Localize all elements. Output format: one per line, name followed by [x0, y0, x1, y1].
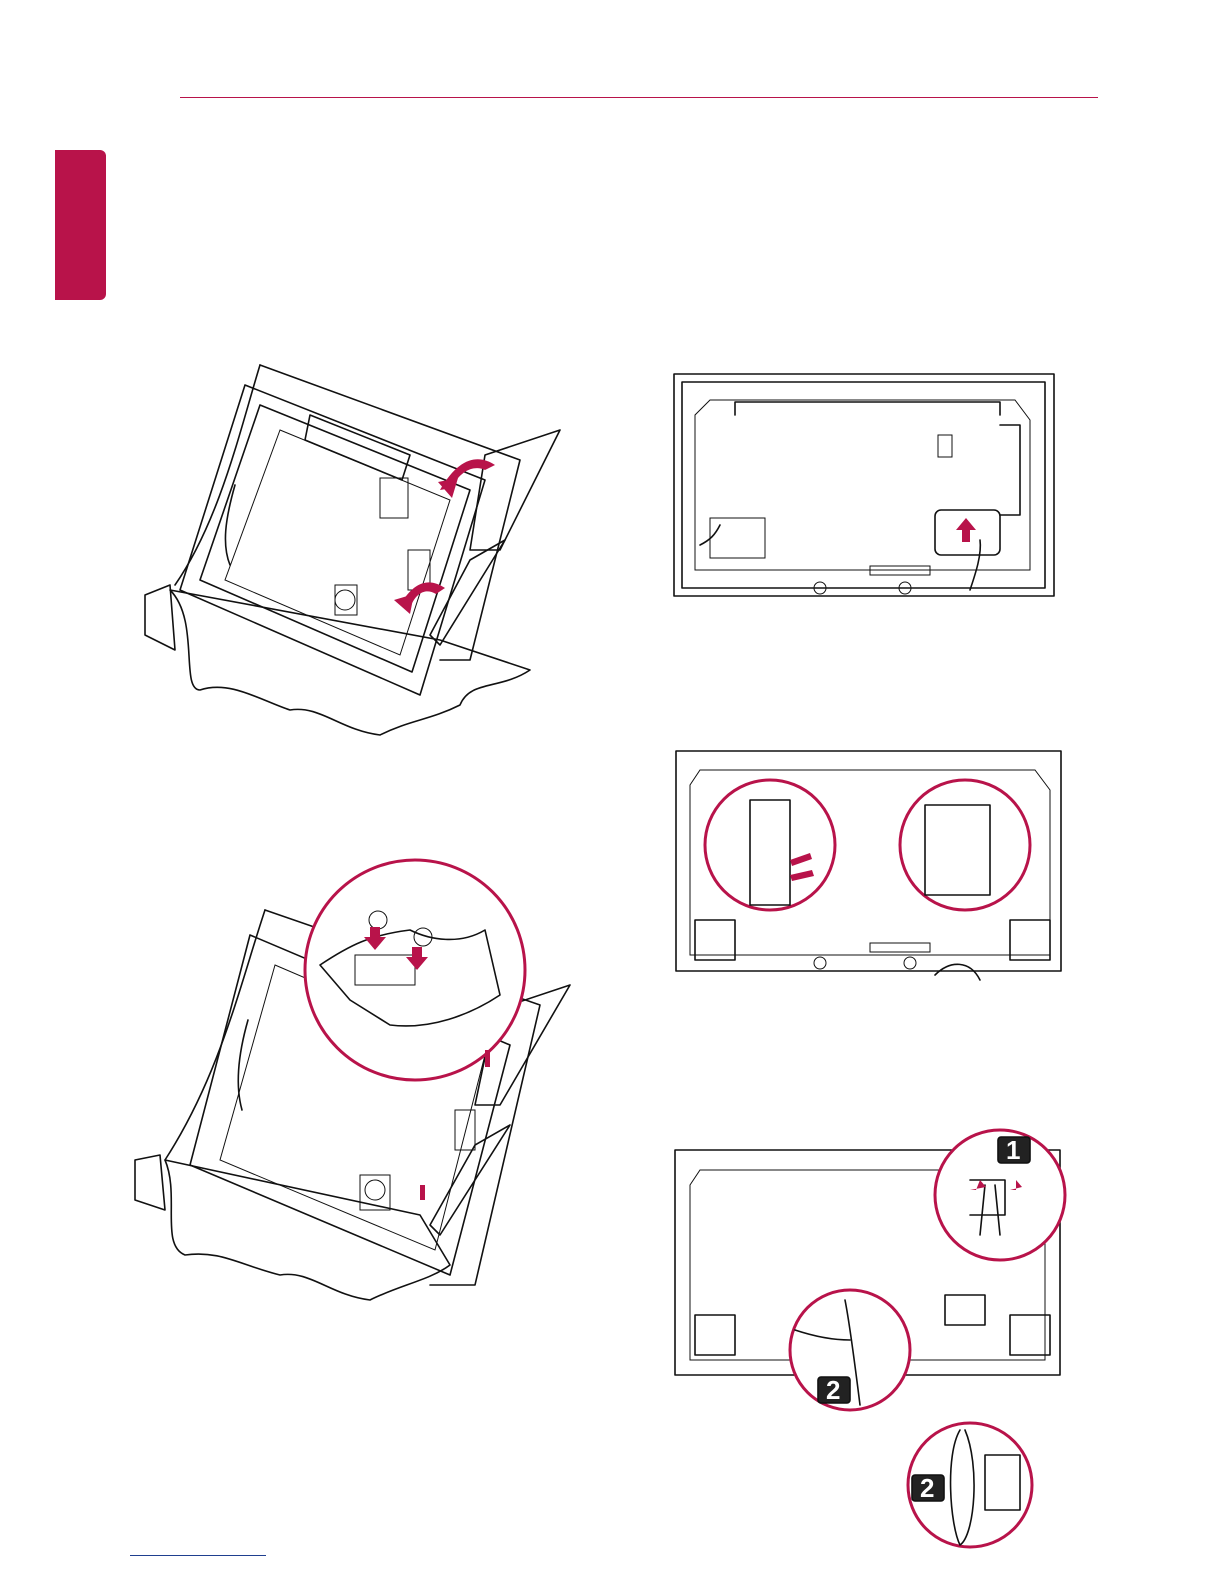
footer-link-rule	[130, 1555, 266, 1556]
figure-cable-tie: 1 2 2	[660, 1125, 1080, 1575]
badge-1: 1	[1006, 1135, 1020, 1165]
tv-back-power-cable-illustration	[670, 370, 1060, 600]
tv-stand-screw-illustration	[130, 855, 590, 1315]
language-side-tab	[55, 150, 106, 300]
figure-stand-attach	[140, 360, 580, 740]
figure-power-cable	[670, 370, 1060, 600]
badge-2a: 2	[826, 1375, 840, 1405]
tv-back-cable-tie-illustration: 1 2 2	[660, 1125, 1080, 1575]
badge-2b: 2	[920, 1473, 934, 1503]
tv-back-cable-guide-illustration	[670, 745, 1070, 995]
figure-stand-screw	[130, 855, 590, 1315]
header-rule	[180, 97, 1098, 98]
figure-cable-guide	[670, 745, 1070, 995]
tv-stand-attach-illustration	[140, 360, 580, 740]
